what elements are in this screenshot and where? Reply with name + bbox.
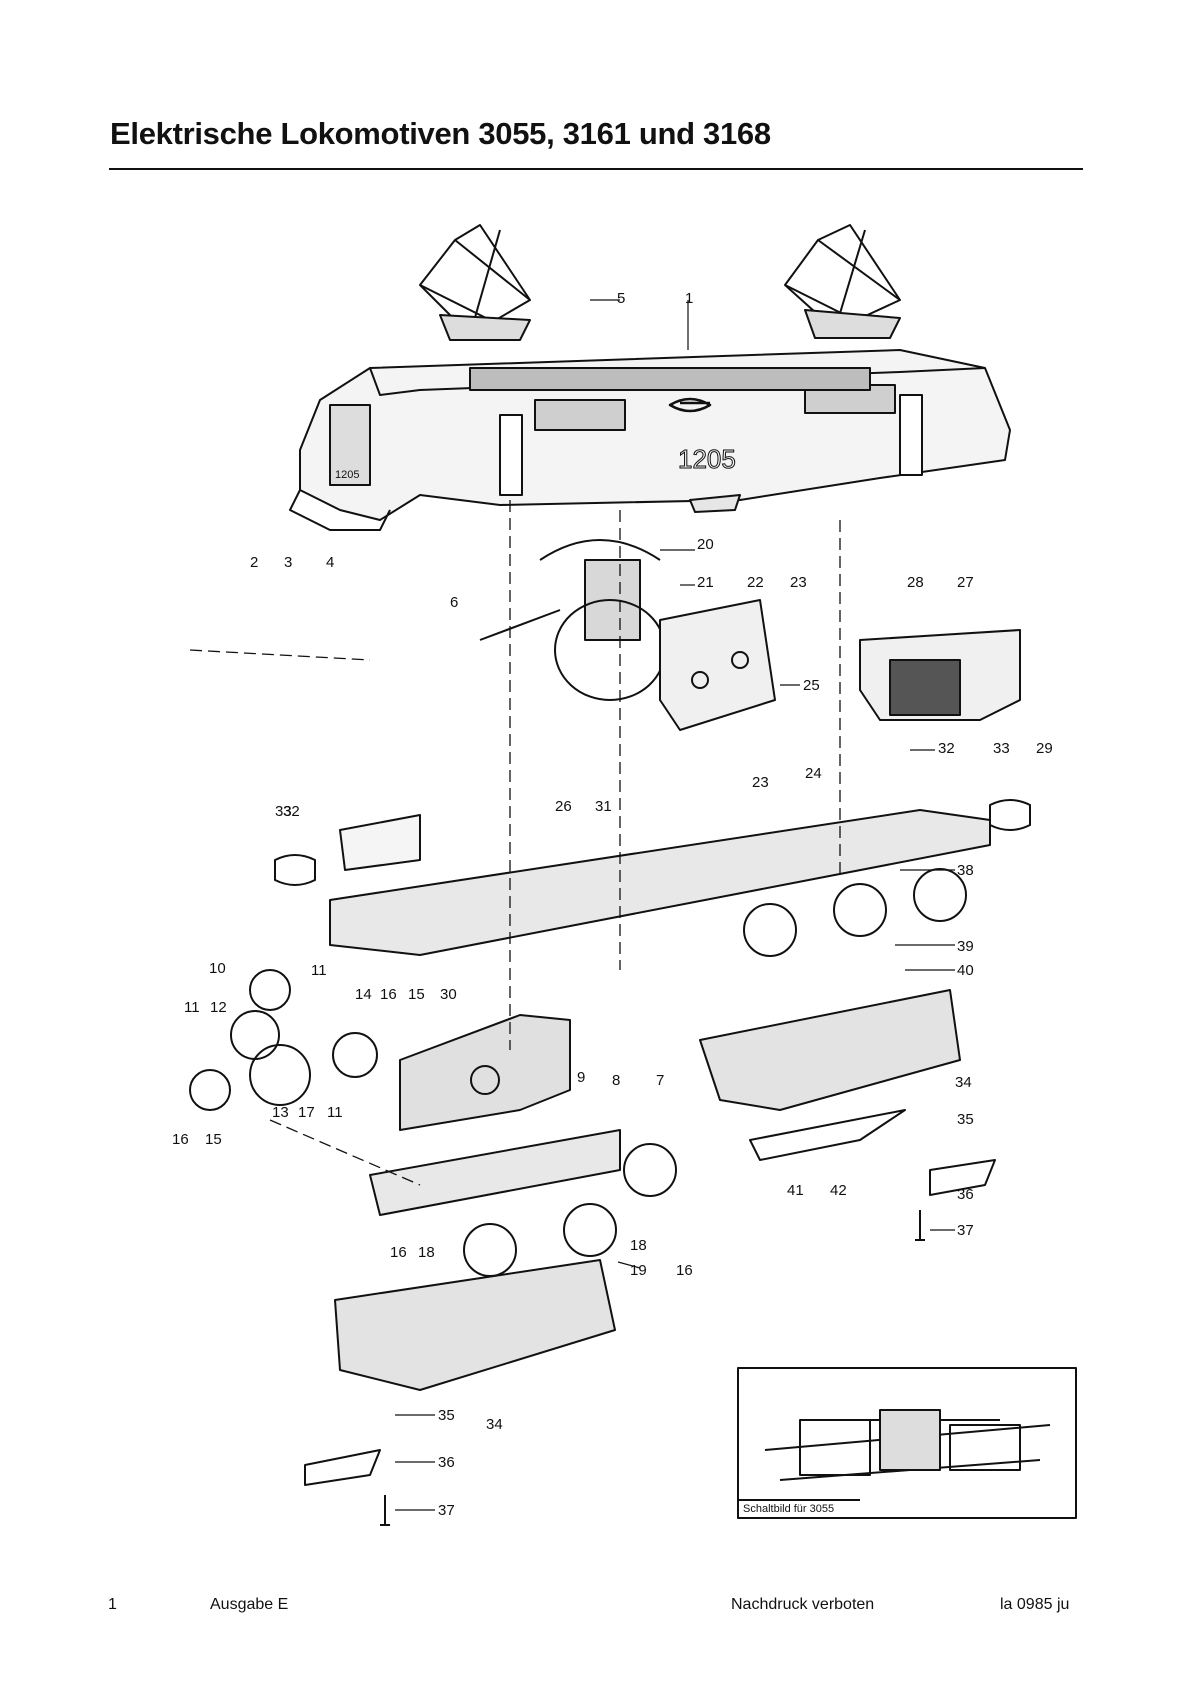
part-label: 27 [957,574,974,591]
part-label: 10 [209,960,226,977]
assembly-guide-lines [189,500,841,1186]
part-label: 24 [805,765,822,782]
wiring-schematic-box [737,1367,1077,1519]
part-label: 40 [957,962,974,979]
part-label: 13 [272,1104,289,1121]
part-label: 16 [172,1131,189,1148]
part-label: 16 [390,1244,407,1261]
locomotive-body [289,349,1011,531]
part-label: 11 [184,999,200,1016]
part-label: 12 [210,999,227,1016]
pantograph-right [784,224,901,339]
part-label: 8 [612,1072,620,1089]
part-label: 26 [555,798,572,815]
leader-lines [395,299,955,1511]
part-label: 3 [284,554,292,571]
gear-train [189,969,378,1111]
part-label: 41 [787,1182,804,1199]
part-label: 37 [957,1222,974,1239]
part-label: 23 [790,574,807,591]
part-label: 23 [752,774,769,791]
part-label: 36 [438,1454,455,1471]
pantograph-left [419,224,531,341]
reversing-unit [859,629,1021,721]
part-label: 21 [697,574,714,591]
part-label: 38 [957,862,974,879]
title-rule [109,168,1083,170]
part-label: 16 [380,986,397,1003]
page-number: 1 [108,1596,117,1613]
reprint-notice: Nachdruck verboten [731,1596,875,1613]
cab-number: 1205 [335,469,359,481]
part-label: 11 [327,1104,343,1121]
part-label: 18 [630,1237,647,1254]
part-label: 32 [283,803,300,820]
page-title: Elektrische Lokomotiven 3055, 3161 und 3… [110,116,771,151]
part-label: 1 [685,290,693,307]
part-label: 15 [408,986,425,1003]
document-code: la 0985 ju [1000,1596,1070,1613]
part-label: 5 [617,290,625,307]
part-label: 14 [355,986,372,1003]
part-label: 11 [311,962,327,979]
part-label: 15 [205,1131,222,1148]
motor-assembly [479,539,776,731]
part-label: 34 [486,1416,503,1433]
schematic-caption: Schaltbild für 3055 [743,1503,834,1515]
edition: Ausgabe E [210,1596,289,1613]
part-label: 36 [957,1186,974,1203]
drive-housing [369,1014,621,1216]
part-label: 34 [955,1074,972,1091]
part-label: 4 [326,554,334,571]
part-label: 29 [1036,740,1053,757]
part-label: 7 [656,1072,664,1089]
locomotive-number: 1205 [678,444,736,474]
part-label: 22 [747,574,764,591]
part-label: 33 [275,803,292,820]
part-label: 33 [993,740,1010,757]
part-label: 9 [577,1069,585,1086]
part-label: 39 [957,938,974,955]
part-label: 35 [957,1111,974,1128]
part-number-labels: 1 2 3 4 5 6 7 8 9 10 11 11 11 12 13 14 1… [172,290,1053,1519]
front-bogie [334,1143,677,1391]
part-label: 32 [938,740,955,757]
rear-bogie [699,868,967,1111]
part-label: 16 [676,1262,693,1279]
small-parts [274,799,1031,1526]
part-label: 42 [830,1182,847,1199]
part-label: 37 [438,1502,455,1519]
part-label: 28 [907,574,924,591]
part-label: 31 [595,798,612,815]
part-label: 35 [438,1407,455,1424]
part-label: 30 [440,986,457,1003]
part-label: 18 [418,1244,435,1261]
part-label: 2 [250,554,258,571]
part-label: 17 [298,1104,315,1121]
part-label: 19 [630,1262,647,1279]
chassis-frame [329,809,991,956]
part-label: 25 [803,677,820,694]
part-label: 20 [697,536,714,553]
part-label: 6 [450,594,458,611]
